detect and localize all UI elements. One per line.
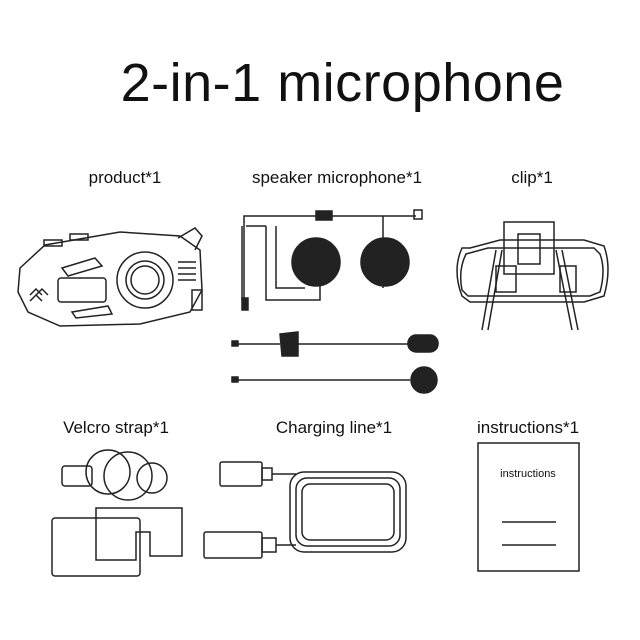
instructions-label: instructions*1 bbox=[476, 418, 580, 437]
instructions-booklet-illustration bbox=[477, 442, 580, 572]
velcro-strap-illustration bbox=[51, 449, 183, 577]
clip-label: clip*1 bbox=[511, 168, 553, 187]
instructions-page-text: instructions bbox=[500, 468, 556, 480]
clip-illustration bbox=[456, 221, 609, 331]
velcro-strap-label: Velcro strap*1 bbox=[63, 418, 169, 437]
speaker-microphone-label: speaker microphone*1 bbox=[251, 168, 423, 187]
speaker-microphone-illustration bbox=[231, 209, 439, 394]
intercom-device-illustration bbox=[17, 227, 203, 327]
charging-line-illustration bbox=[203, 461, 407, 559]
page-title: 2-in-1 microphone bbox=[120, 53, 565, 113]
charging-line-label: Charging line*1 bbox=[275, 418, 393, 437]
product-label: product*1 bbox=[88, 168, 162, 187]
